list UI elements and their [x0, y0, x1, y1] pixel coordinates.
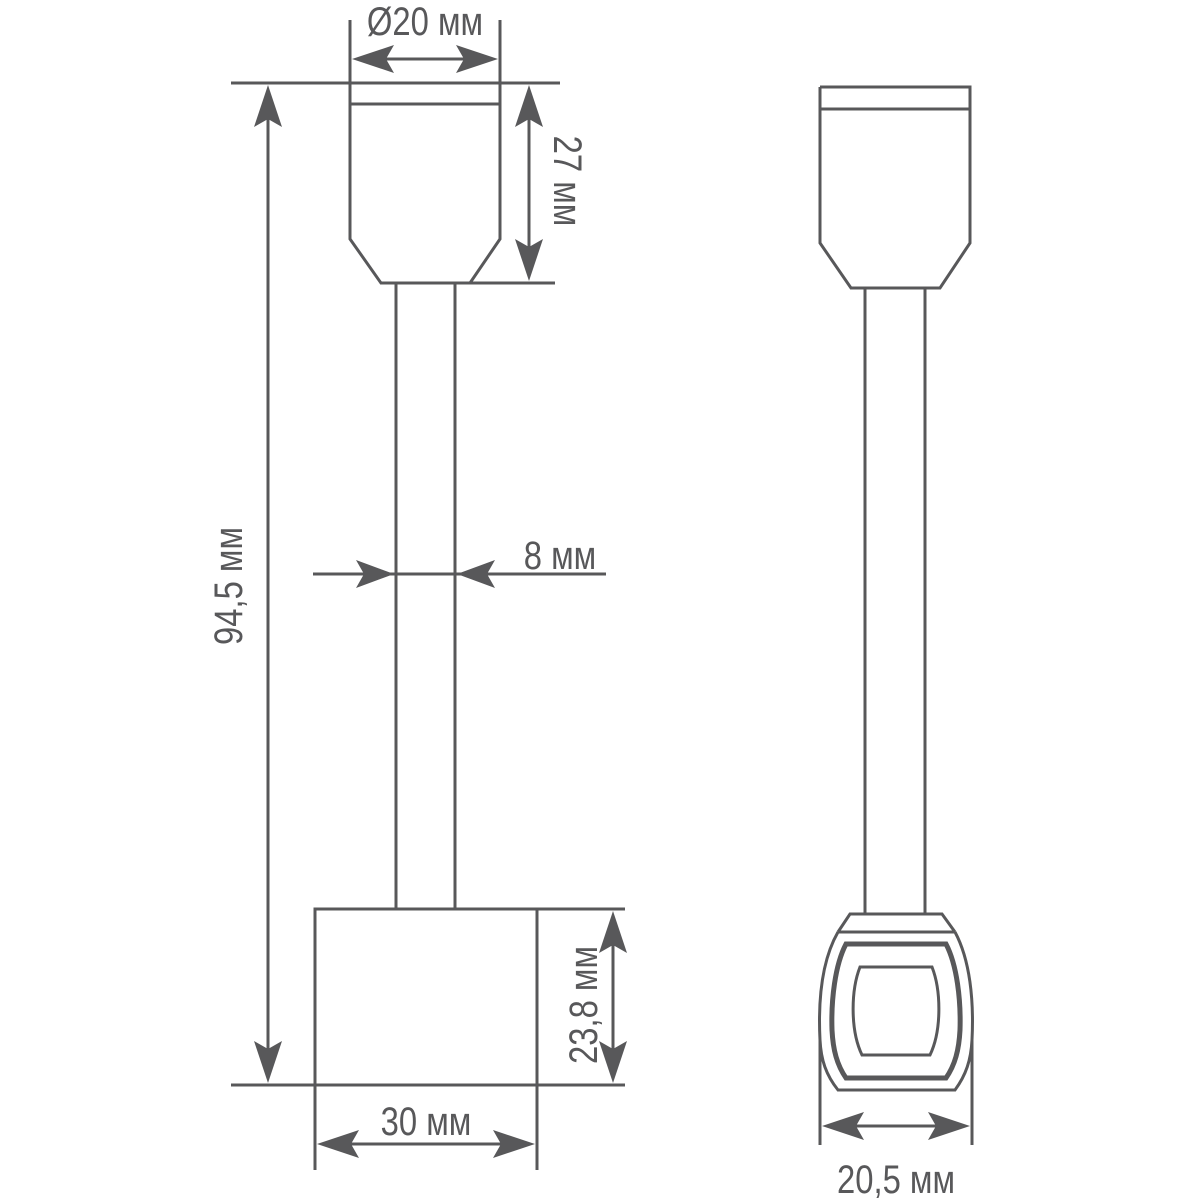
dim-head-diameter	[352, 45, 498, 73]
label-stem-width: 8 мм	[523, 534, 597, 578]
front-head	[348, 83, 502, 285]
label-side-base-width: 20,5 мм	[836, 1158, 956, 1202]
dim-head-height	[515, 85, 543, 281]
label-head-height: 27 мм	[545, 135, 589, 227]
dim-base-width	[317, 1130, 535, 1158]
side-stem	[863, 288, 927, 914]
extension-lines	[231, 20, 625, 1170]
label-base-height: 23,8 мм	[562, 945, 606, 1065]
front-base	[313, 907, 539, 1087]
side-head	[818, 85, 972, 290]
label-total-height: 94,5 мм	[207, 526, 251, 646]
dim-stem-width	[313, 560, 606, 588]
dim-side-base-width	[818, 1040, 974, 1145]
label-head-diameter: Ø20 мм	[366, 0, 484, 44]
dim-total-height	[254, 85, 282, 1083]
front-stem	[394, 283, 457, 909]
side-view	[818, 85, 974, 1145]
side-base	[818, 912, 974, 1092]
label-base-width: 30 мм	[380, 1100, 472, 1144]
dim-base-height	[599, 911, 627, 1083]
front-view	[231, 20, 627, 1170]
